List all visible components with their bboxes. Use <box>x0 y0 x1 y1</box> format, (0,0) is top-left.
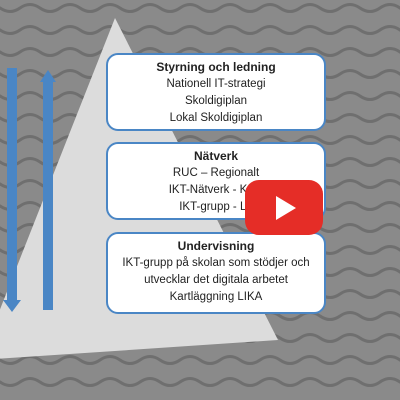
wave-line <box>0 377 400 387</box>
box-line: IKT-Nätverk - Kom <box>168 184 264 196</box>
box-line: Nationell IT-strategi <box>166 78 266 90</box>
undervisning-box: Undervisning IKT-grupp på skolan som stö… <box>106 232 326 314</box>
box-line: RUC – Regionalt <box>172 167 260 179</box>
up-arrow-icon <box>40 70 56 310</box>
wave-line <box>0 355 400 365</box>
play-icon <box>276 196 296 220</box>
box-line: Lokal Skoldigiplan <box>169 112 263 124</box>
box-line: IKT-grupp på skolan som stödjer och <box>122 257 310 269</box>
down-arrow-icon <box>3 68 21 312</box>
styrning-box: Styrning och ledning Nationell IT-strate… <box>106 53 326 131</box>
box-line: IKT-grupp - Lo <box>179 201 253 213</box>
box-line: Skoldigiplan <box>184 95 247 107</box>
box-title: Styrning och ledning <box>156 60 276 74</box>
box-line: utvecklar det digitala arbetet <box>144 274 288 286</box>
wave-line <box>0 3 400 13</box>
play-button[interactable] <box>245 180 323 235</box>
box-title: Undervisning <box>177 239 255 253</box>
box-title: Nätverk <box>193 149 239 163</box>
box-line: Kartläggning LIKA <box>169 291 263 303</box>
